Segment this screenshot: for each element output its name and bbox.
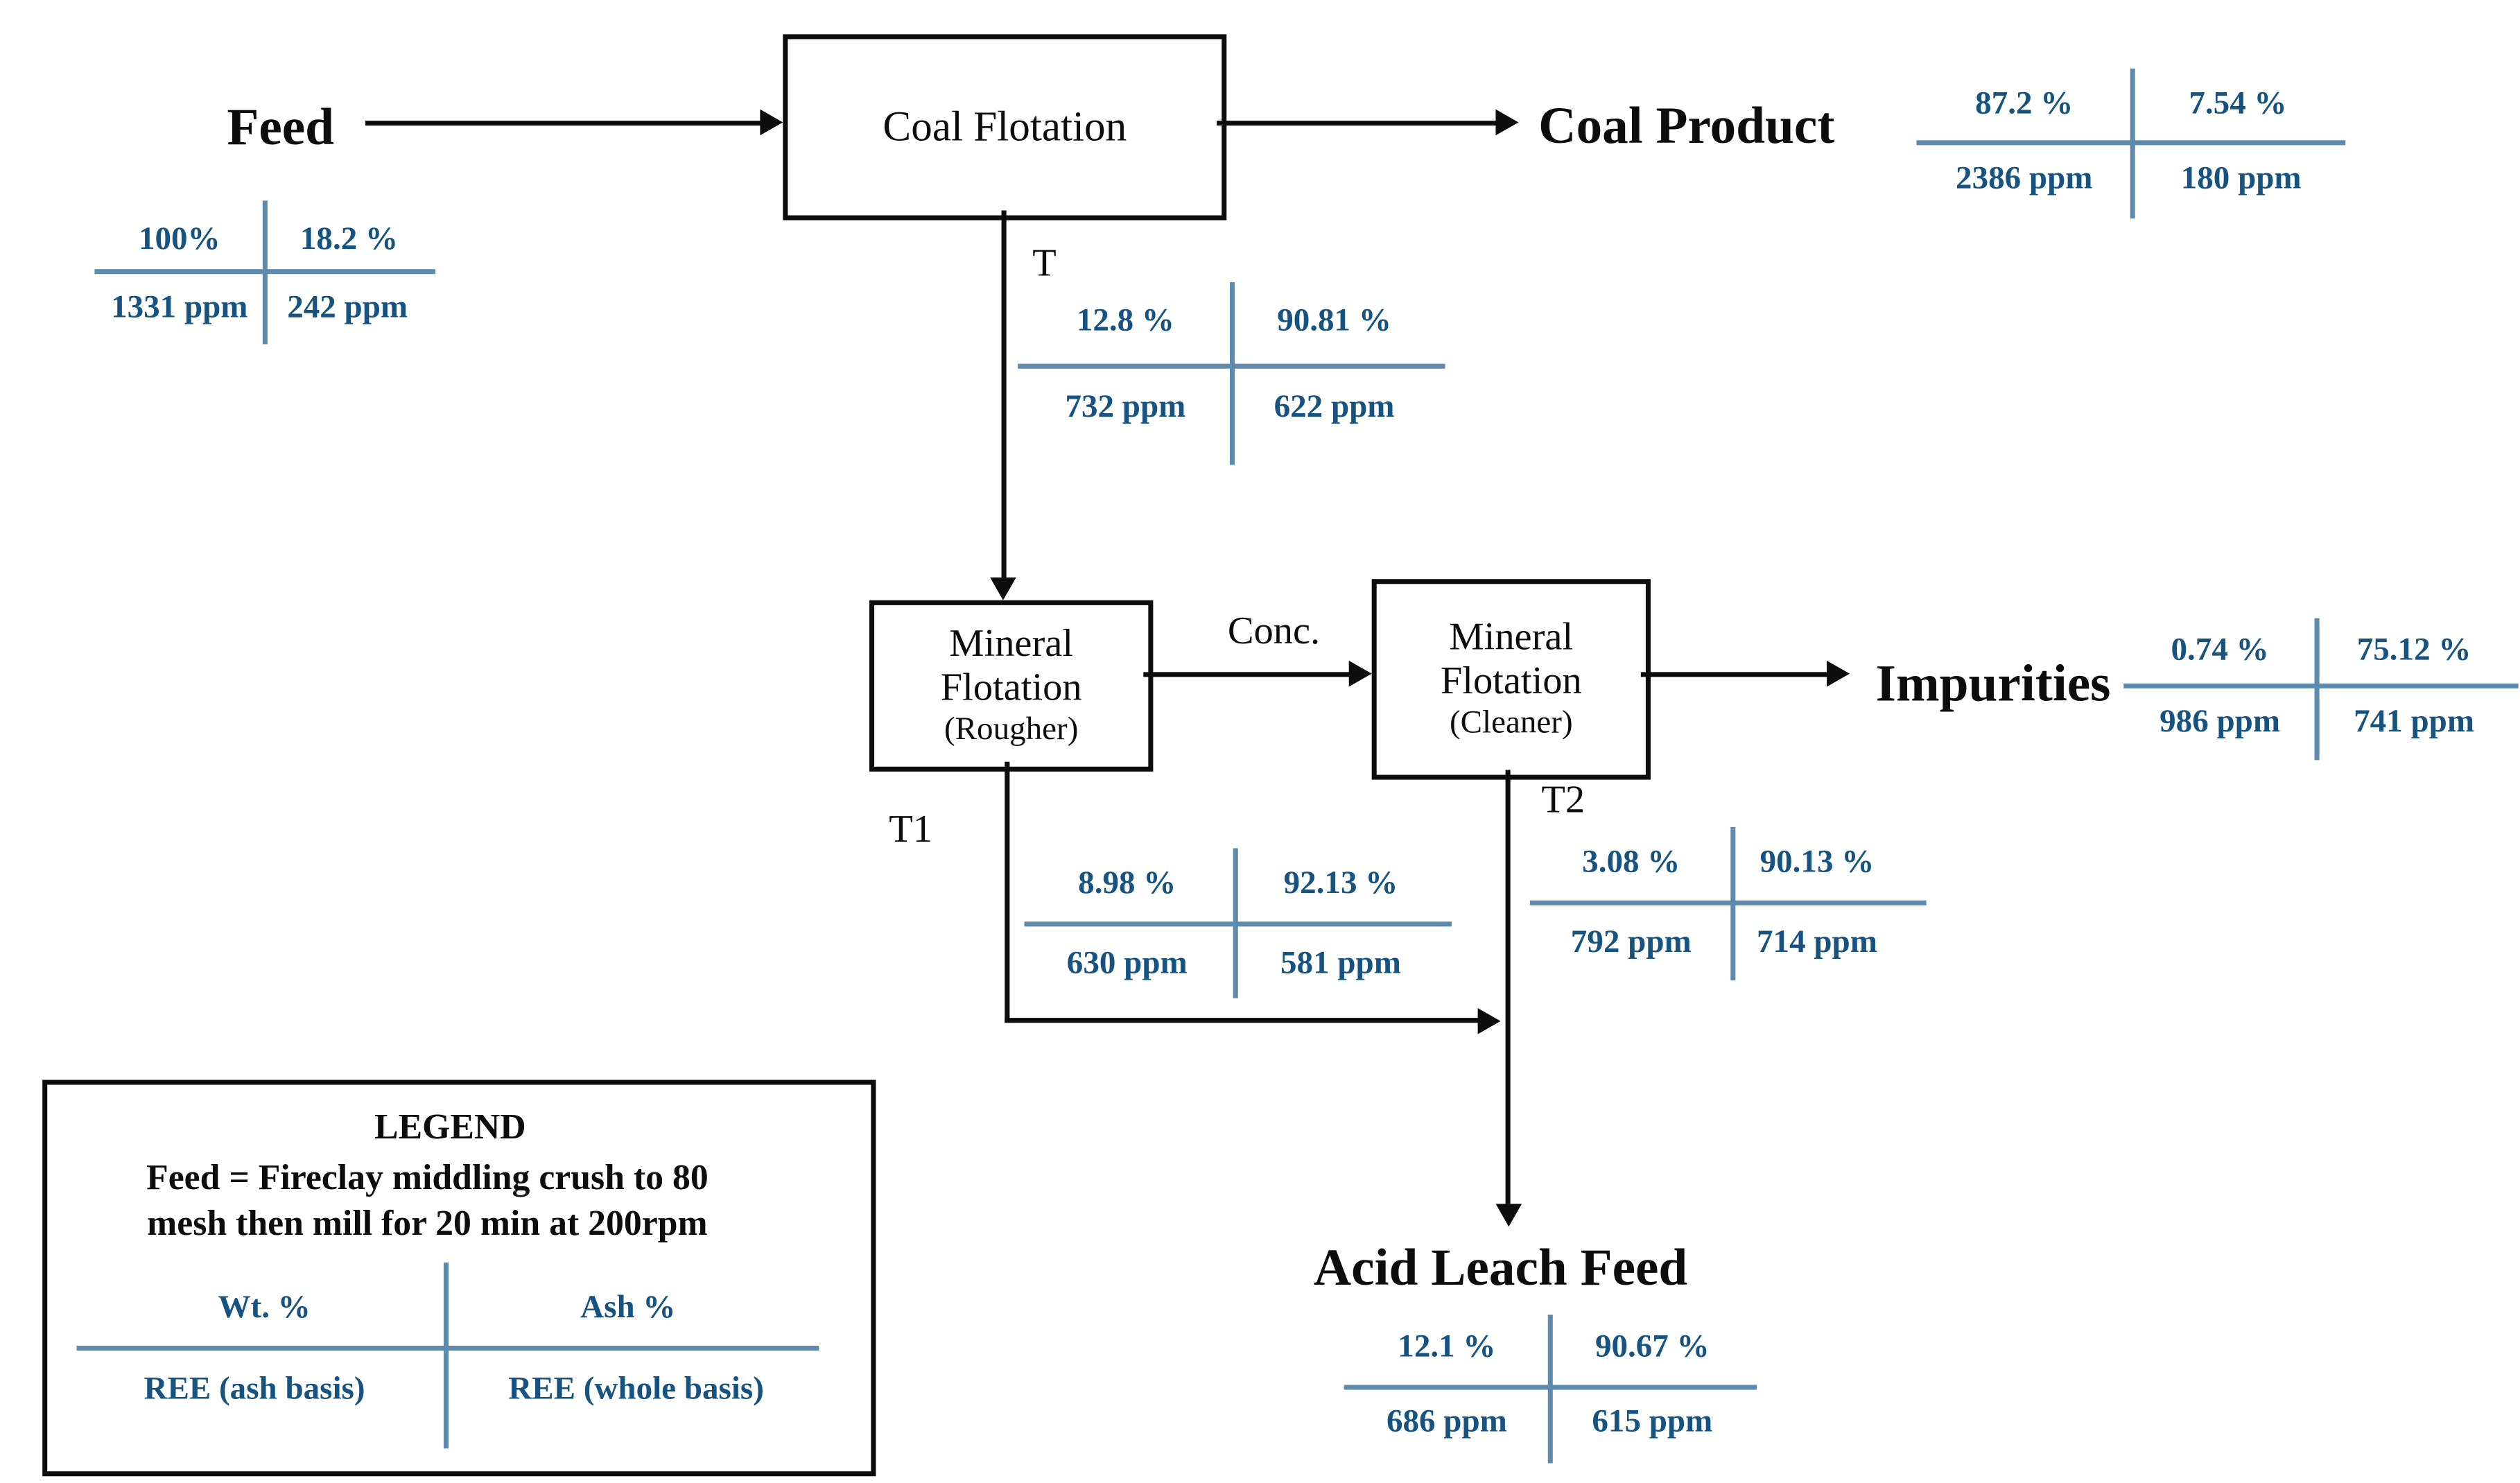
t-ash-value: 90.81 %: [1277, 302, 1391, 339]
t-cross-vline: [1229, 282, 1234, 465]
t-wt-value: 12.8 %: [1076, 302, 1174, 339]
t-ree-whole-value: 622 ppm: [1274, 389, 1395, 425]
legend-ash-key: Ash %: [580, 1289, 676, 1326]
conc-stream-arrowhead-icon: [1348, 660, 1372, 687]
stream-t2-label: T2: [1541, 779, 1585, 822]
impurities-label: Impurities: [1875, 653, 2111, 712]
impurities-cross-hline: [2123, 683, 2519, 688]
t-stream-line: [1000, 210, 1006, 580]
feed-ash-value: 18.2 %: [299, 220, 399, 257]
legend-feed-description-line2: mesh then mill for 20 min at 200rpm: [147, 1202, 708, 1243]
t-stream-arrowhead-icon: [990, 577, 1016, 600]
coal-product-ree-ash-value: 2386 ppm: [1956, 160, 2093, 197]
feed-ree-whole-value: 242 ppm: [287, 289, 408, 326]
rougher-box-line2: Flotation: [940, 667, 1082, 710]
feed-to-coal-flotation-line: [365, 119, 764, 125]
legend-ree-ash-key: REE (ash basis): [144, 1371, 365, 1407]
legend-ree-whole-key: REE (whole basis): [508, 1371, 764, 1407]
feed-to-coal-flotation-arrowhead-icon: [760, 109, 783, 136]
mineral-flotation-rougher-box: Mineral Flotation (Rougher): [869, 600, 1154, 772]
t2-wt-value: 3.08 %: [1582, 844, 1680, 881]
t1-wt-value: 8.98 %: [1078, 865, 1176, 901]
coal-flotation-box-label: Coal Flotation: [883, 103, 1127, 150]
mineral-flotation-cleaner-box: Mineral Flotation (Cleaner): [1371, 579, 1651, 780]
t1-cross-hline: [1024, 921, 1452, 926]
stream-t-label: T: [1032, 243, 1057, 286]
t2-stream-line: [1504, 770, 1510, 1204]
legend-box: [42, 1079, 876, 1477]
coal-product-ash-value: 7.54 %: [2189, 85, 2287, 122]
impurities-ash-value: 75.12 %: [2356, 632, 2471, 668]
impurities-cross-vline: [2314, 618, 2319, 761]
feed-label: Feed: [227, 96, 335, 156]
rougher-box-line3: (Rougher): [944, 711, 1079, 747]
coal-product-wt-value: 87.2 %: [1975, 85, 2074, 122]
t-ree-ash-value: 732 ppm: [1065, 389, 1186, 425]
t1-stream-vertical-line: [1004, 761, 1009, 1023]
coal-flotation-box: Coal Flotation: [783, 34, 1227, 220]
impurities-ree-whole-value: 741 ppm: [2354, 704, 2475, 740]
legend-wt-key: Wt. %: [218, 1289, 311, 1326]
cleaner-box-line3: (Cleaner): [1449, 704, 1573, 741]
feed-cross-hline: [94, 269, 436, 274]
t1-junction-arrowhead-icon: [1477, 1007, 1501, 1034]
t1-ree-whole-value: 581 ppm: [1280, 945, 1401, 982]
feed-ree-ash-value: 1331 ppm: [111, 289, 248, 326]
t1-ree-ash-value: 630 ppm: [1066, 945, 1188, 982]
impurities-ree-ash-value: 986 ppm: [2160, 704, 2281, 740]
impurities-wt-value: 0.74 %: [2171, 632, 2269, 668]
feed-wt-value: 100%: [138, 220, 220, 257]
acid-leach-feed-label: Acid Leach Feed: [1313, 1237, 1688, 1296]
acid-leach-feed-wt-value: 12.1 %: [1398, 1328, 1496, 1365]
coal-flotation-to-coal-product-arrowhead-icon: [1495, 109, 1519, 136]
coal-flotation-to-coal-product-line: [1217, 119, 1497, 125]
acid-leach-feed-cross-hline: [1344, 1385, 1757, 1389]
t-cross-hline: [1018, 363, 1445, 368]
t1-stream-horizontal-line: [1004, 1018, 1479, 1023]
legend-cross-hline: [76, 1346, 819, 1350]
legend-title: LEGEND: [374, 1106, 526, 1147]
conc-stream-line: [1143, 671, 1351, 677]
stream-conc-label: Conc.: [1227, 611, 1321, 654]
coal-product-cross-hline: [1916, 140, 2346, 145]
cleaner-box-line1: Mineral: [1449, 616, 1574, 659]
acid-leach-feed-ree-whole-value: 615 ppm: [1592, 1403, 1713, 1440]
cleaner-to-impurities-line: [1640, 671, 1829, 677]
t2-cross-hline: [1529, 900, 1927, 905]
cleaner-to-impurities-arrowhead-icon: [1827, 660, 1850, 687]
stream-t1-label: T1: [889, 808, 933, 852]
cleaner-box-line2: Flotation: [1440, 660, 1582, 704]
acid-leach-feed-arrowhead-icon: [1495, 1204, 1521, 1227]
coal-product-ree-whole-value: 180 ppm: [2180, 160, 2302, 197]
t2-ree-whole-value: 714 ppm: [1757, 923, 1877, 960]
t2-ree-ash-value: 792 ppm: [1570, 923, 1692, 960]
legend-cross-vline: [443, 1263, 448, 1449]
t2-ash-value: 90.13 %: [1759, 844, 1875, 881]
acid-leach-feed-ash-value: 90.67 %: [1594, 1328, 1710, 1365]
t1-ash-value: 92.13 %: [1283, 865, 1398, 901]
rougher-box-line1: Mineral: [949, 623, 1074, 666]
legend-feed-description-line1: Feed = Fireclay middling crush to 80: [146, 1156, 709, 1197]
acid-leach-feed-ree-ash-value: 686 ppm: [1386, 1403, 1507, 1440]
coal-product-label: Coal Product: [1538, 95, 1835, 155]
